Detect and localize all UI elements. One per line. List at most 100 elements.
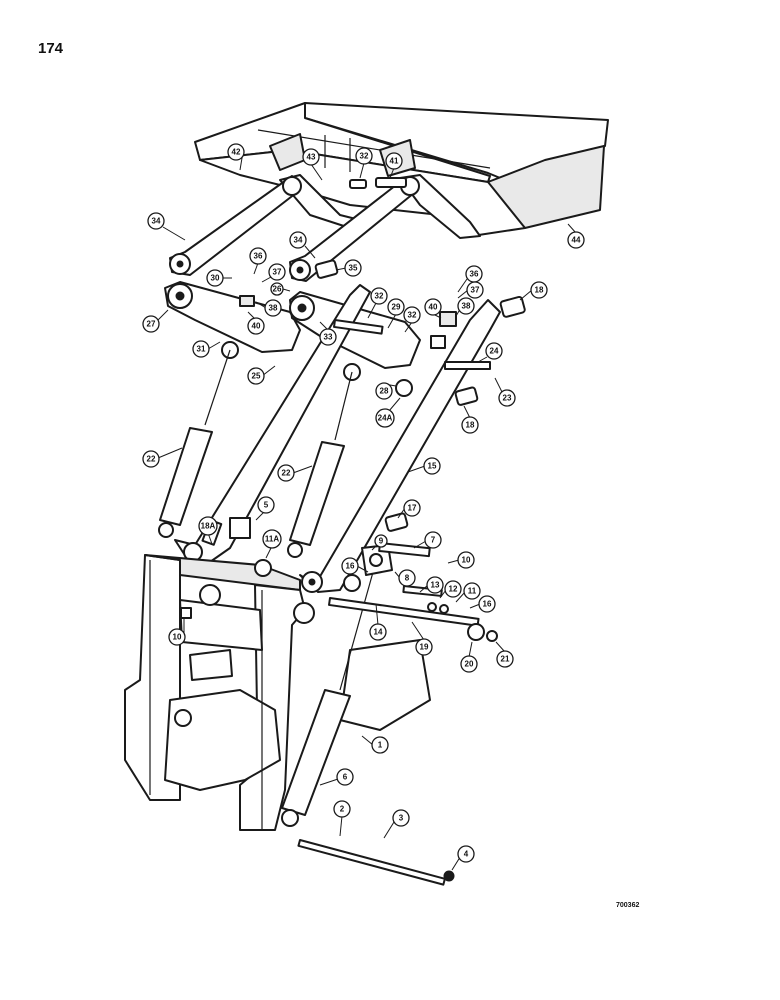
pins-and-hardware xyxy=(180,177,526,886)
callout: 5 xyxy=(255,496,275,521)
upper-links xyxy=(169,175,420,282)
callout: 24A xyxy=(375,397,401,428)
svg-text:25: 25 xyxy=(252,372,261,381)
callout: 18 xyxy=(519,281,548,301)
callout: 18 xyxy=(461,405,479,434)
callout: 7 xyxy=(413,531,442,549)
page-number: 174 xyxy=(38,40,64,57)
callout: 40 xyxy=(424,298,442,319)
svg-text:12: 12 xyxy=(449,585,458,594)
svg-text:18A: 18A xyxy=(201,522,216,531)
loader-arms xyxy=(174,284,501,593)
callout: 1 xyxy=(361,735,389,754)
svg-text:38: 38 xyxy=(462,302,471,311)
svg-text:16: 16 xyxy=(483,600,492,609)
svg-text:38: 38 xyxy=(269,304,278,313)
callout: 38 xyxy=(255,299,282,317)
svg-text:13: 13 xyxy=(431,581,440,590)
callout: 20 xyxy=(460,641,478,673)
svg-text:32: 32 xyxy=(408,311,417,320)
svg-text:9: 9 xyxy=(379,537,384,546)
svg-text:22: 22 xyxy=(282,469,291,478)
svg-text:33: 33 xyxy=(324,333,333,342)
svg-text:18: 18 xyxy=(466,421,475,430)
callout: 41 xyxy=(385,152,403,179)
svg-text:16: 16 xyxy=(346,562,355,571)
callout: 21 xyxy=(495,641,514,668)
callout: 37 xyxy=(261,263,286,283)
svg-text:18: 18 xyxy=(535,286,544,295)
svg-text:32: 32 xyxy=(375,292,384,301)
svg-text:17: 17 xyxy=(408,504,417,513)
svg-text:5: 5 xyxy=(264,501,269,510)
svg-text:19: 19 xyxy=(420,643,429,652)
svg-text:28: 28 xyxy=(380,387,389,396)
callout: 4 xyxy=(451,845,475,871)
svg-text:4: 4 xyxy=(464,850,469,859)
svg-text:2: 2 xyxy=(340,805,345,814)
callout: 15 xyxy=(407,457,441,475)
svg-text:23: 23 xyxy=(503,394,512,403)
svg-text:41: 41 xyxy=(390,157,399,166)
callout: 30 xyxy=(206,269,232,287)
svg-text:6: 6 xyxy=(343,773,348,782)
svg-text:10: 10 xyxy=(173,633,182,642)
svg-text:24: 24 xyxy=(490,347,499,356)
callout: 18A xyxy=(198,516,218,545)
svg-text:42: 42 xyxy=(232,148,241,157)
callout: 37 xyxy=(457,281,484,299)
svg-text:36: 36 xyxy=(254,252,263,261)
svg-text:26: 26 xyxy=(273,285,282,294)
svg-text:24A: 24A xyxy=(378,414,393,423)
callout: 17 xyxy=(397,499,421,519)
callout: 11A xyxy=(262,529,282,559)
callout: 32 xyxy=(355,147,373,179)
callout: 32 xyxy=(403,306,421,333)
callout: 19 xyxy=(411,621,433,656)
svg-text:44: 44 xyxy=(572,236,581,245)
drawing-reference-code: 700362 xyxy=(616,902,640,909)
callout: 28 xyxy=(375,382,397,400)
callout: 10 xyxy=(447,551,475,569)
callout: 42 xyxy=(227,143,245,171)
svg-text:22: 22 xyxy=(147,455,156,464)
callout: 23 xyxy=(494,377,516,407)
callout: 36 xyxy=(457,265,483,293)
callout: 16 xyxy=(341,557,369,575)
callout: 26 xyxy=(270,282,291,296)
callout: 32 xyxy=(367,287,388,319)
callout: 40 xyxy=(247,311,265,335)
tilt-cylinders xyxy=(158,349,353,558)
svg-text:36: 36 xyxy=(470,270,479,279)
svg-text:11: 11 xyxy=(468,587,477,596)
svg-text:21: 21 xyxy=(501,655,510,664)
svg-text:15: 15 xyxy=(428,462,437,471)
svg-text:20: 20 xyxy=(465,660,474,669)
callout: 29 xyxy=(387,298,405,329)
svg-text:30: 30 xyxy=(211,274,220,283)
svg-text:37: 37 xyxy=(273,268,282,277)
callout: 34 xyxy=(147,212,186,241)
svg-text:34: 34 xyxy=(294,236,303,245)
callout: 34 xyxy=(289,231,316,259)
svg-text:32: 32 xyxy=(360,152,369,161)
callout: 22 xyxy=(142,447,183,468)
svg-text:40: 40 xyxy=(252,322,261,331)
svg-text:37: 37 xyxy=(471,286,480,295)
callout: 36 xyxy=(249,247,267,275)
svg-text:31: 31 xyxy=(197,345,206,354)
callout: 25 xyxy=(247,365,276,385)
callout: 9 xyxy=(371,534,388,551)
callout: 11 xyxy=(455,582,481,603)
callout: 8 xyxy=(394,569,416,587)
svg-text:10: 10 xyxy=(462,556,471,565)
svg-text:27: 27 xyxy=(147,320,156,329)
callout: 6 xyxy=(319,768,354,786)
svg-text:1: 1 xyxy=(378,741,383,750)
svg-text:35: 35 xyxy=(349,264,358,273)
svg-text:34: 34 xyxy=(152,217,161,226)
callout: 33 xyxy=(319,321,337,346)
callout: 16 xyxy=(469,595,496,613)
svg-text:3: 3 xyxy=(399,814,404,823)
